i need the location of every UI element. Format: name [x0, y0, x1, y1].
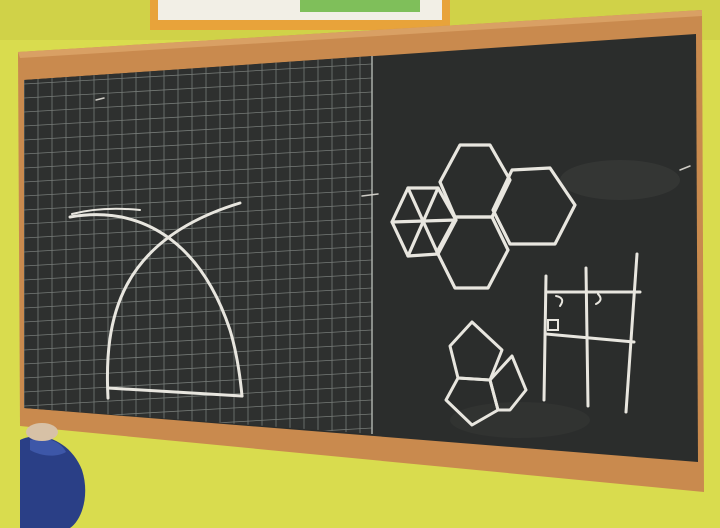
grid-line-horizontal [24, 119, 372, 141]
arch-drawing [68, 201, 244, 400]
grid-line-horizontal [24, 357, 372, 379]
child-hand [26, 423, 58, 441]
grid-line-horizontal [24, 371, 372, 393]
board-frame-highlight [18, 10, 702, 58]
grid-line-horizontal [24, 203, 372, 225]
child-arm [20, 423, 86, 528]
grid-line-horizontal [24, 189, 372, 211]
poster-corner [150, 0, 450, 30]
grid-panel [24, 56, 372, 434]
chalk-smudge [450, 402, 590, 438]
grid-line-horizontal [24, 217, 372, 239]
grid-line-horizontal [24, 329, 372, 351]
grid-line-horizontal [24, 343, 372, 365]
grid-line-horizontal [24, 77, 372, 99]
grid-line-horizontal [24, 175, 372, 197]
grid-line-horizontal [24, 385, 372, 407]
grid-line-horizontal [24, 91, 372, 113]
grid-line-horizontal [24, 133, 372, 155]
chalk-smudge [560, 160, 680, 200]
grid-line-horizontal [24, 301, 372, 323]
grid-line-horizontal [24, 231, 372, 253]
grid-line-horizontal [24, 273, 372, 295]
grid-line-horizontal [24, 105, 372, 127]
stray-chalk-marks [95, 97, 691, 197]
grid-line-horizontal [24, 147, 372, 169]
pentagon-tiling [444, 320, 528, 427]
grid-line-horizontal [24, 63, 372, 85]
grid-line-horizontal [24, 287, 372, 309]
grid-line-horizontal [24, 245, 372, 267]
angle-grid-drawing [542, 252, 642, 414]
grid-line-horizontal [24, 315, 372, 337]
grid-line-horizontal [24, 161, 372, 183]
hexagon-tiling [390, 143, 577, 290]
grid-line-horizontal [24, 259, 372, 281]
